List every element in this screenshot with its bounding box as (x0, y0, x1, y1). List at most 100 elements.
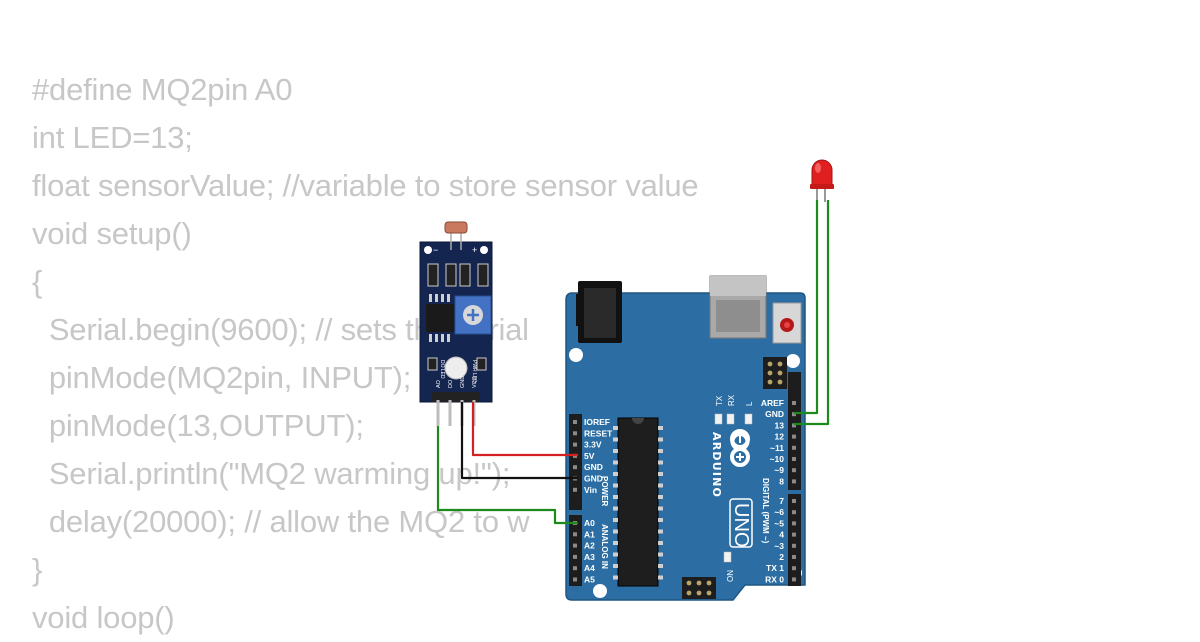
potentiometer-knob[interactable] (454, 295, 492, 335)
code-line: #define MQ2pin A0 (32, 72, 293, 107)
sensor-pin[interactable] (448, 400, 452, 426)
svg-text:+: + (472, 245, 477, 255)
wire-led-anode (794, 200, 819, 415)
comparator-ic (426, 294, 454, 342)
pin-label: A2 (584, 541, 595, 551)
header-pin[interactable] (792, 555, 796, 559)
header-pin[interactable] (792, 412, 796, 417)
arduino-uno-board[interactable]: TX RX L ON ARDUINO UNO IOREFRESET3.3V5VG… (565, 275, 806, 601)
pin-label: 12 (775, 432, 785, 442)
red-led[interactable] (810, 159, 834, 202)
svg-text:−: − (433, 245, 438, 255)
icsp-header (763, 357, 787, 389)
pin-label: GND (584, 474, 603, 484)
wire-vcc (471, 402, 578, 457)
code-line: { (32, 264, 43, 299)
atmega-chip (613, 417, 663, 587)
pin-label: 7 (779, 496, 784, 506)
pin-label: TX 1 (766, 563, 784, 573)
pin-label: ~6 (774, 507, 784, 517)
header-pin[interactable] (573, 554, 577, 559)
on-led-label: ON (726, 570, 735, 582)
header-pin[interactable] (573, 442, 577, 447)
pin-label: 3.3V (584, 440, 602, 450)
code-line: } (32, 552, 43, 587)
header-pin[interactable] (573, 487, 577, 492)
icsp-header-bottom (682, 577, 716, 599)
code-line: Serial.println("MQ2 warming up!"); (32, 456, 511, 491)
board-model: UNO (730, 503, 752, 547)
code-line: float sensorValue; //variable to store s… (32, 168, 699, 203)
header-pin[interactable] (792, 577, 796, 582)
pin-label: IOREF (584, 417, 610, 427)
pin-label: 5V (584, 451, 595, 461)
header-pin[interactable] (792, 510, 796, 515)
header-pin[interactable] (792, 445, 796, 450)
header-pin[interactable] (792, 401, 796, 405)
header-pin[interactable] (792, 423, 796, 428)
pin-label: A3 (584, 552, 595, 562)
sensor-pin-label: AO (436, 379, 442, 388)
pin-label: ~11 (770, 443, 784, 453)
mounting-hole (593, 584, 607, 598)
code-line: void setup() (32, 216, 192, 251)
wire-led-cathode (794, 200, 830, 426)
wires (436, 200, 830, 525)
pin-label: 8 (779, 476, 784, 486)
code-line: delay(20000); // allow the MQ2 to w (32, 504, 530, 539)
led-lens-icon (444, 356, 468, 380)
header-pin[interactable] (573, 543, 577, 548)
header-pin[interactable] (792, 543, 796, 548)
pin-label: A5 (584, 575, 595, 585)
pin-label: ~9 (774, 465, 784, 475)
header-pin[interactable] (792, 532, 796, 537)
arduino-logo: ARDUINO UNO (710, 429, 753, 548)
header-pin[interactable] (573, 532, 577, 537)
header-pin[interactable] (792, 499, 796, 503)
power-section-label: POWER (600, 476, 609, 506)
header-pin[interactable] (573, 566, 577, 571)
wire-gnd (460, 402, 578, 480)
header-pin[interactable] (573, 420, 577, 424)
header-pin[interactable] (792, 434, 796, 439)
reset-button[interactable] (772, 302, 802, 344)
header-pin[interactable] (573, 577, 577, 582)
rx-led-label: RX (727, 394, 736, 406)
sensor-pin-label: DO (448, 379, 454, 388)
sensor-pin-label: VCC (472, 376, 478, 388)
sensor-pin-label: GND (460, 376, 466, 388)
pin-label: GND (765, 409, 784, 419)
wire-ao (436, 426, 578, 525)
pin-label: Vin (584, 485, 597, 495)
mounting-hole (569, 348, 583, 362)
header-pin[interactable] (792, 479, 796, 484)
header-pin[interactable] (792, 468, 796, 473)
pin-label: AREF (761, 398, 784, 408)
header-pin[interactable] (792, 457, 796, 461)
header-pin[interactable] (573, 465, 577, 470)
usb-connector (709, 275, 767, 339)
pin-label: RX 0 (765, 574, 784, 584)
pin-label: ~10 (770, 454, 785, 464)
analog-section-label: ANALOG IN (600, 524, 609, 569)
pin-label: 2 (779, 552, 784, 562)
code-editor-text: #define MQ2pin A0 int LED=13; float sensor… (32, 66, 699, 642)
dc-power-jack (576, 281, 622, 343)
sensor-pin[interactable] (436, 400, 440, 426)
code-line: int LED=13; (32, 120, 193, 155)
mounting-hole (786, 354, 800, 368)
header-pin[interactable] (573, 431, 577, 436)
pin-label: 13 (775, 420, 785, 430)
header-pin[interactable] (792, 566, 796, 571)
l-led-label: L (745, 401, 754, 406)
header-pin[interactable] (792, 521, 796, 526)
code-line: void loop() (32, 600, 175, 635)
pin-label: 4 (779, 530, 784, 540)
code-line: Serial.begin(9600); // sets the serial (32, 312, 529, 347)
sensor-element-icon: − + (433, 221, 477, 255)
